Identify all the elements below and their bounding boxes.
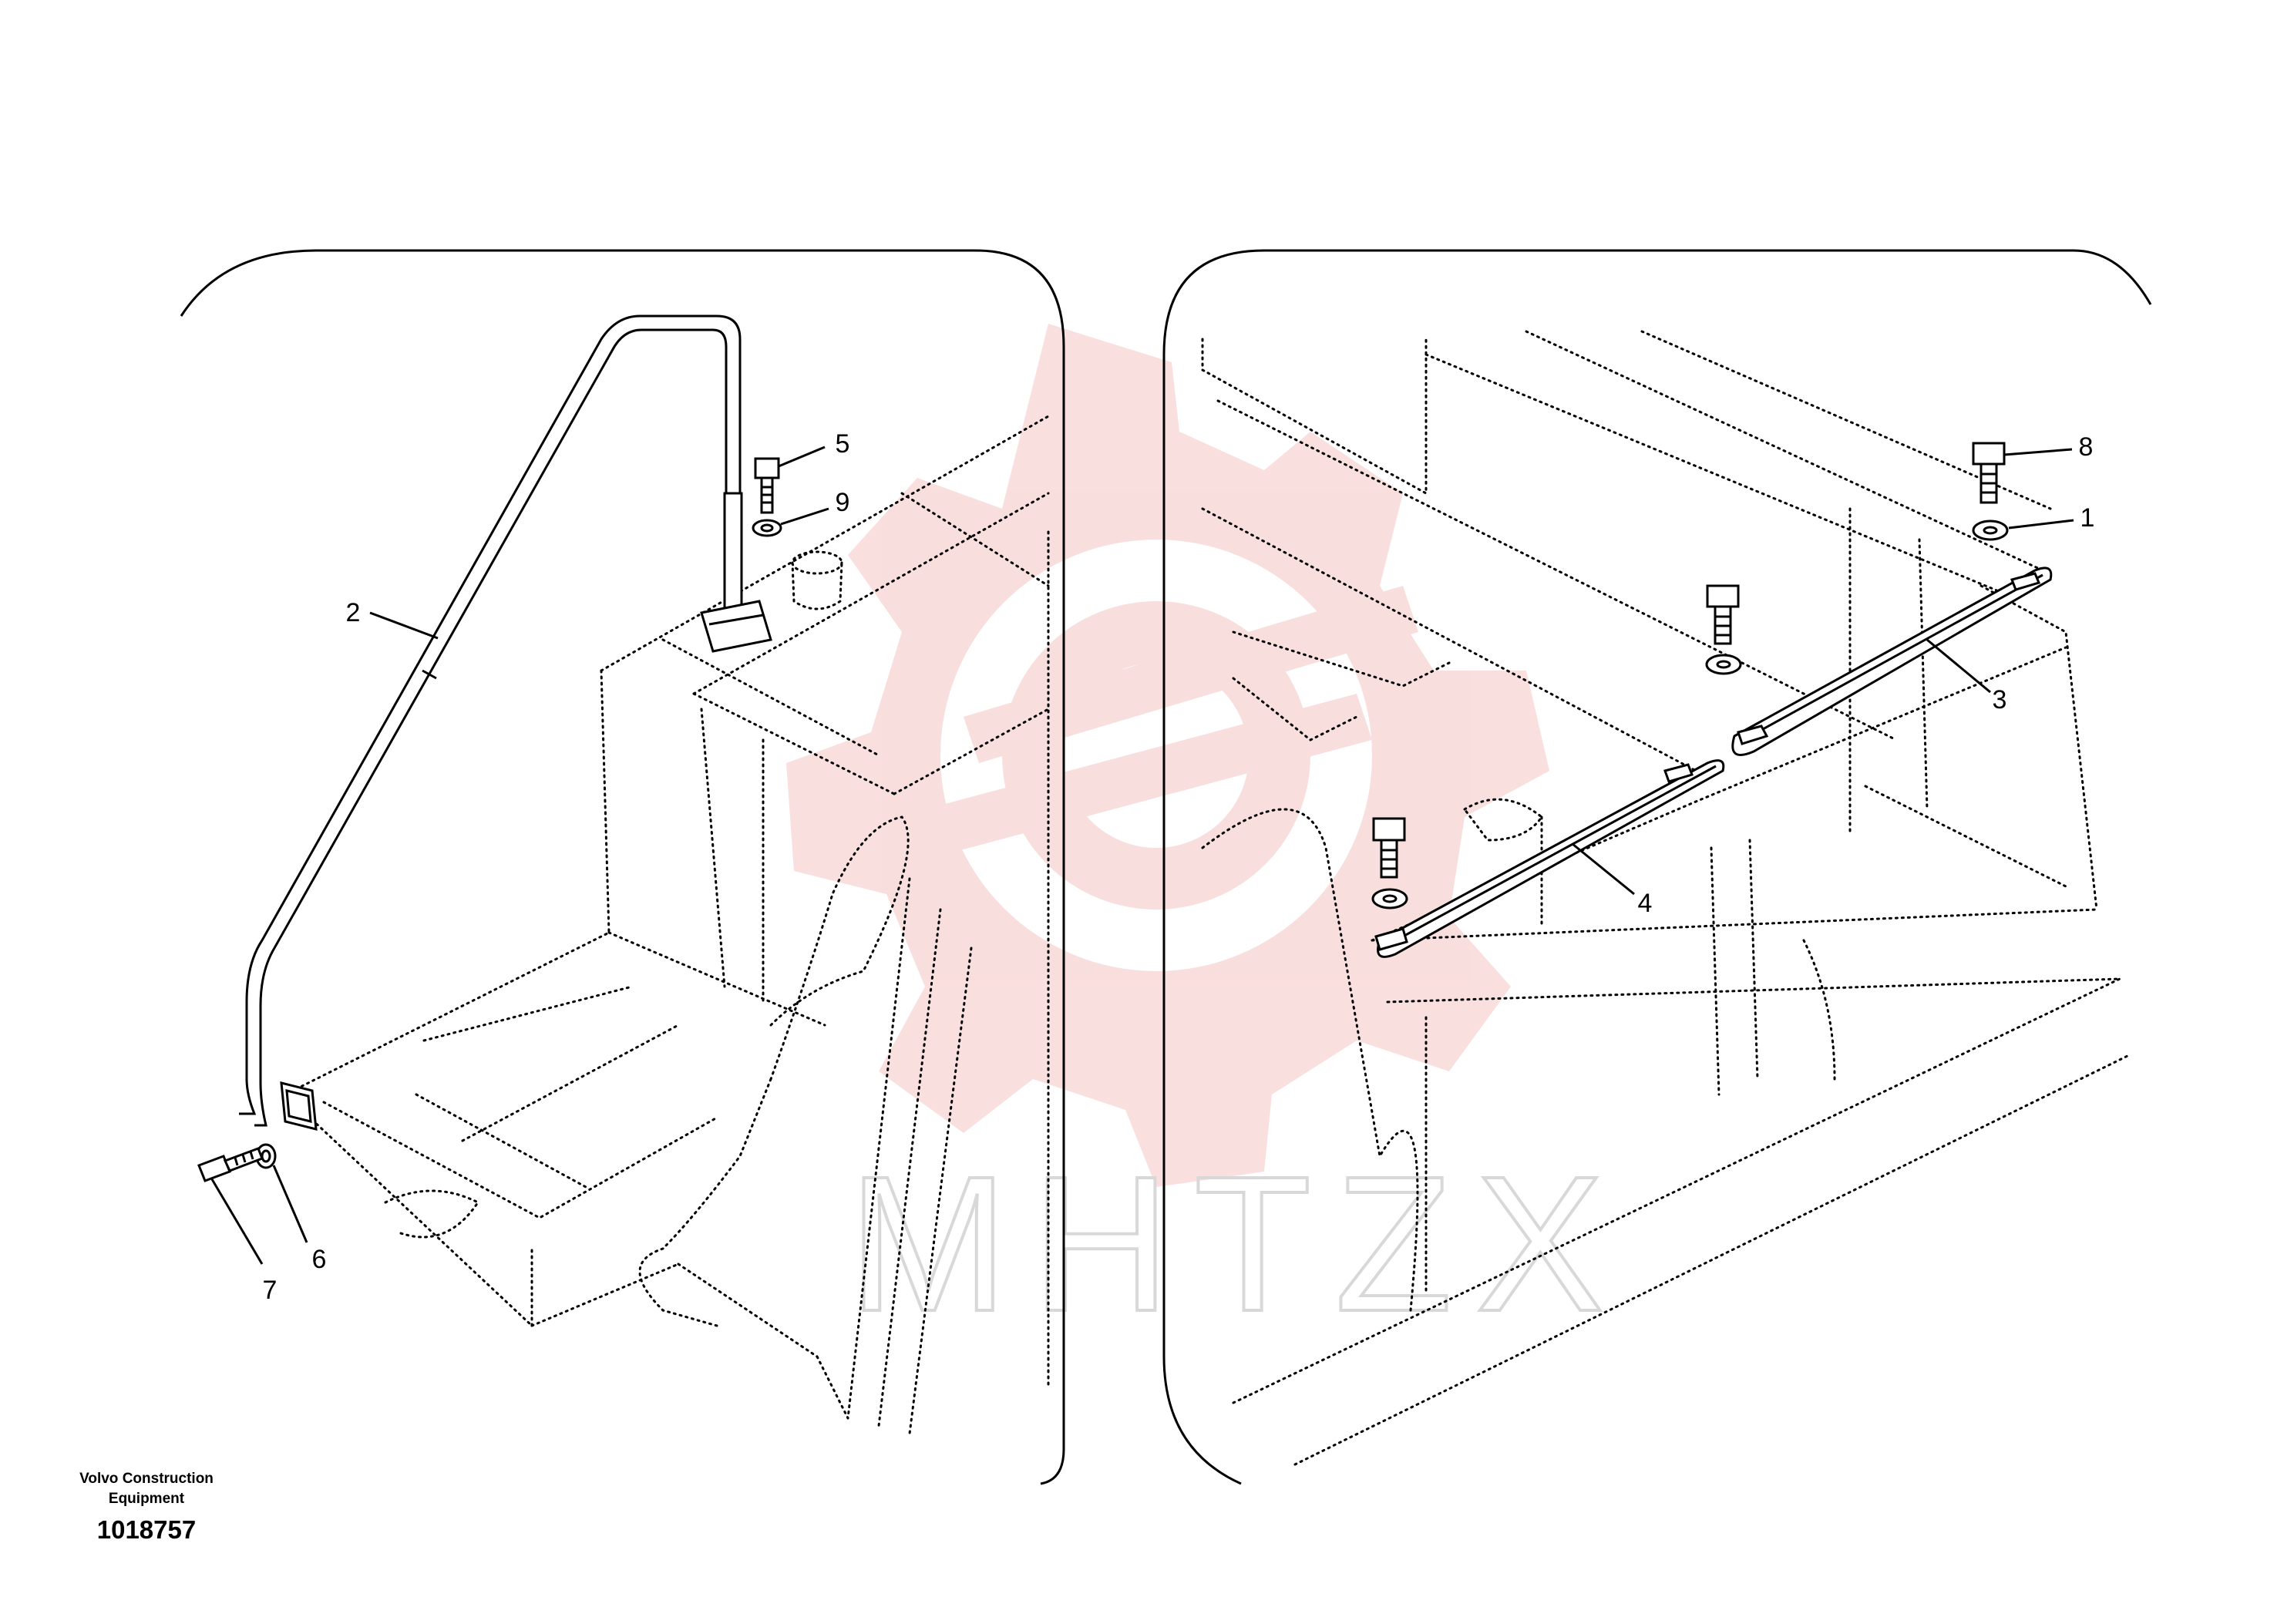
callout-7: 7	[262, 1276, 278, 1305]
leader-6	[272, 1165, 308, 1243]
bolt-7	[197, 1147, 264, 1182]
washer-front	[1371, 888, 1408, 910]
handrail-flange	[280, 1081, 318, 1131]
callout-9: 9	[835, 488, 850, 517]
callout-1: 1	[2080, 503, 2095, 533]
handrail-4	[1374, 759, 1725, 958]
leader-8	[2003, 448, 2073, 456]
leader-4	[1572, 842, 1635, 896]
left-panel	[180, 249, 1065, 1485]
company-caption: Volvo Construction Equipment	[54, 1469, 239, 1509]
leader-7	[210, 1178, 264, 1265]
callout-6: 6	[311, 1245, 327, 1274]
callout-2: 2	[345, 598, 361, 627]
company-line-2: Equipment	[108, 1491, 185, 1507]
leader-9	[780, 507, 829, 526]
right-panel	[1162, 249, 2152, 1485]
callout-8: 8	[2078, 432, 2094, 462]
bolt-middle	[1706, 584, 1740, 645]
bolt-front	[1372, 817, 1406, 879]
drawing-number: 1018757	[96, 1515, 197, 1544]
watermark-logo	[786, 324, 1549, 1187]
washer-middle	[1705, 654, 1742, 675]
washer-1	[1972, 519, 2009, 541]
leader-1	[2008, 519, 2074, 530]
right-panel-frame	[1162, 249, 2152, 1485]
callout-4: 4	[1637, 889, 1653, 918]
handrail-tube	[239, 314, 772, 1127]
bolt-8	[1972, 442, 2006, 504]
company-line-1: Volvo Construction	[79, 1471, 214, 1487]
watermark-text: MHTZX	[848, 1136, 1627, 1351]
tank-outline	[600, 415, 1050, 1389]
leader-5	[778, 446, 826, 468]
callout-3: 3	[1992, 685, 2007, 714]
base-frame-outline	[284, 815, 973, 1435]
leader-3	[1926, 638, 1991, 694]
filler-cap	[791, 550, 843, 610]
washer-9	[752, 519, 782, 537]
leader-2	[369, 611, 439, 640]
bolt-5	[754, 457, 780, 514]
callout-5: 5	[835, 429, 850, 459]
left-panel-frame	[180, 249, 1065, 1485]
handrail-3	[1731, 567, 2053, 756]
